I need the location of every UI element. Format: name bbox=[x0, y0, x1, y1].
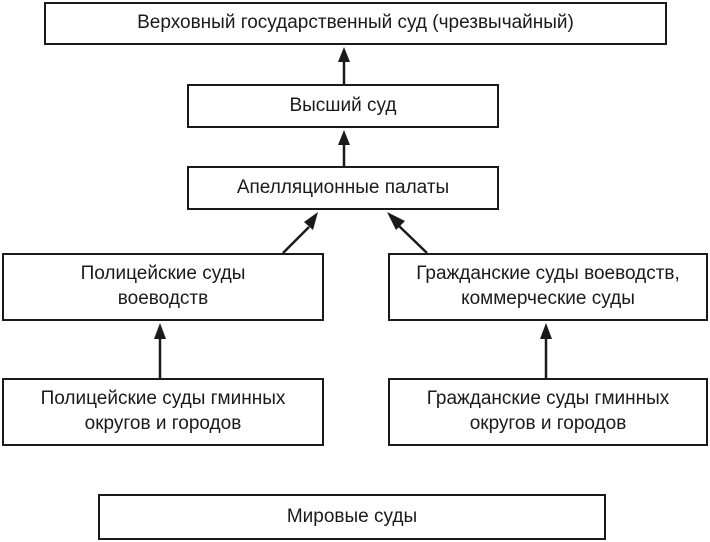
node-police-gmina-courts: Полицейские суды гминных округов и город… bbox=[2, 378, 324, 446]
node-appeal-chambers: Апелляционные палаты bbox=[187, 166, 499, 210]
node-police-gmina-label-line1: Полицейские суды гминных bbox=[40, 388, 286, 410]
node-civil-voivodeship-label-line1: Гражданские суды воеводств, bbox=[416, 263, 680, 285]
node-police-gmina-label-line2: округов и городов bbox=[84, 413, 242, 434]
node-supreme-state-court-label: Верховный государственный суд (чрезвычай… bbox=[137, 12, 574, 34]
node-civil-gmina-label-line2: округов и городов bbox=[469, 413, 627, 434]
arrowhead-civil-voivodeship bbox=[540, 323, 552, 339]
arrowhead-high-court bbox=[338, 130, 350, 145]
node-appeal-chambers-label: Апелляционные палаты bbox=[236, 176, 450, 198]
node-police-voivodeship-label-line2: воеводств bbox=[117, 288, 209, 309]
node-high-court: Высший суд bbox=[187, 84, 499, 128]
arrowhead-appeal-right bbox=[387, 212, 405, 230]
node-police-voivodeship-label-line1: Полицейские суды bbox=[80, 263, 246, 285]
node-civil-gmina-courts: Гражданские суды гминных округов и город… bbox=[388, 378, 708, 446]
node-peace-courts: Мировые суды bbox=[98, 494, 606, 540]
arrowhead-appeal-left bbox=[304, 212, 318, 230]
arrowhead-supreme bbox=[338, 47, 350, 62]
node-peace-courts-label: Мировые суды bbox=[286, 505, 418, 527]
node-civil-gmina-label-line1: Гражданские суды гминных bbox=[426, 388, 670, 410]
edge-civil-voivodeship-to-appeal bbox=[398, 225, 428, 254]
node-civil-voivodeship-label-line2: коммерческие суды bbox=[461, 288, 635, 309]
node-civil-voivodeship-courts: Гражданские суды воеводств, коммерческие… bbox=[388, 253, 708, 321]
node-police-voivodeship-courts: Полицейские суды воеводств bbox=[2, 253, 324, 321]
edge-police-voivodeship-to-appeal bbox=[282, 226, 310, 254]
node-high-court-label: Высший суд bbox=[289, 94, 397, 116]
arrowhead-police-voivodeship bbox=[154, 323, 166, 339]
node-supreme-state-court: Верховный государственный суд (чрезвычай… bbox=[44, 2, 667, 45]
